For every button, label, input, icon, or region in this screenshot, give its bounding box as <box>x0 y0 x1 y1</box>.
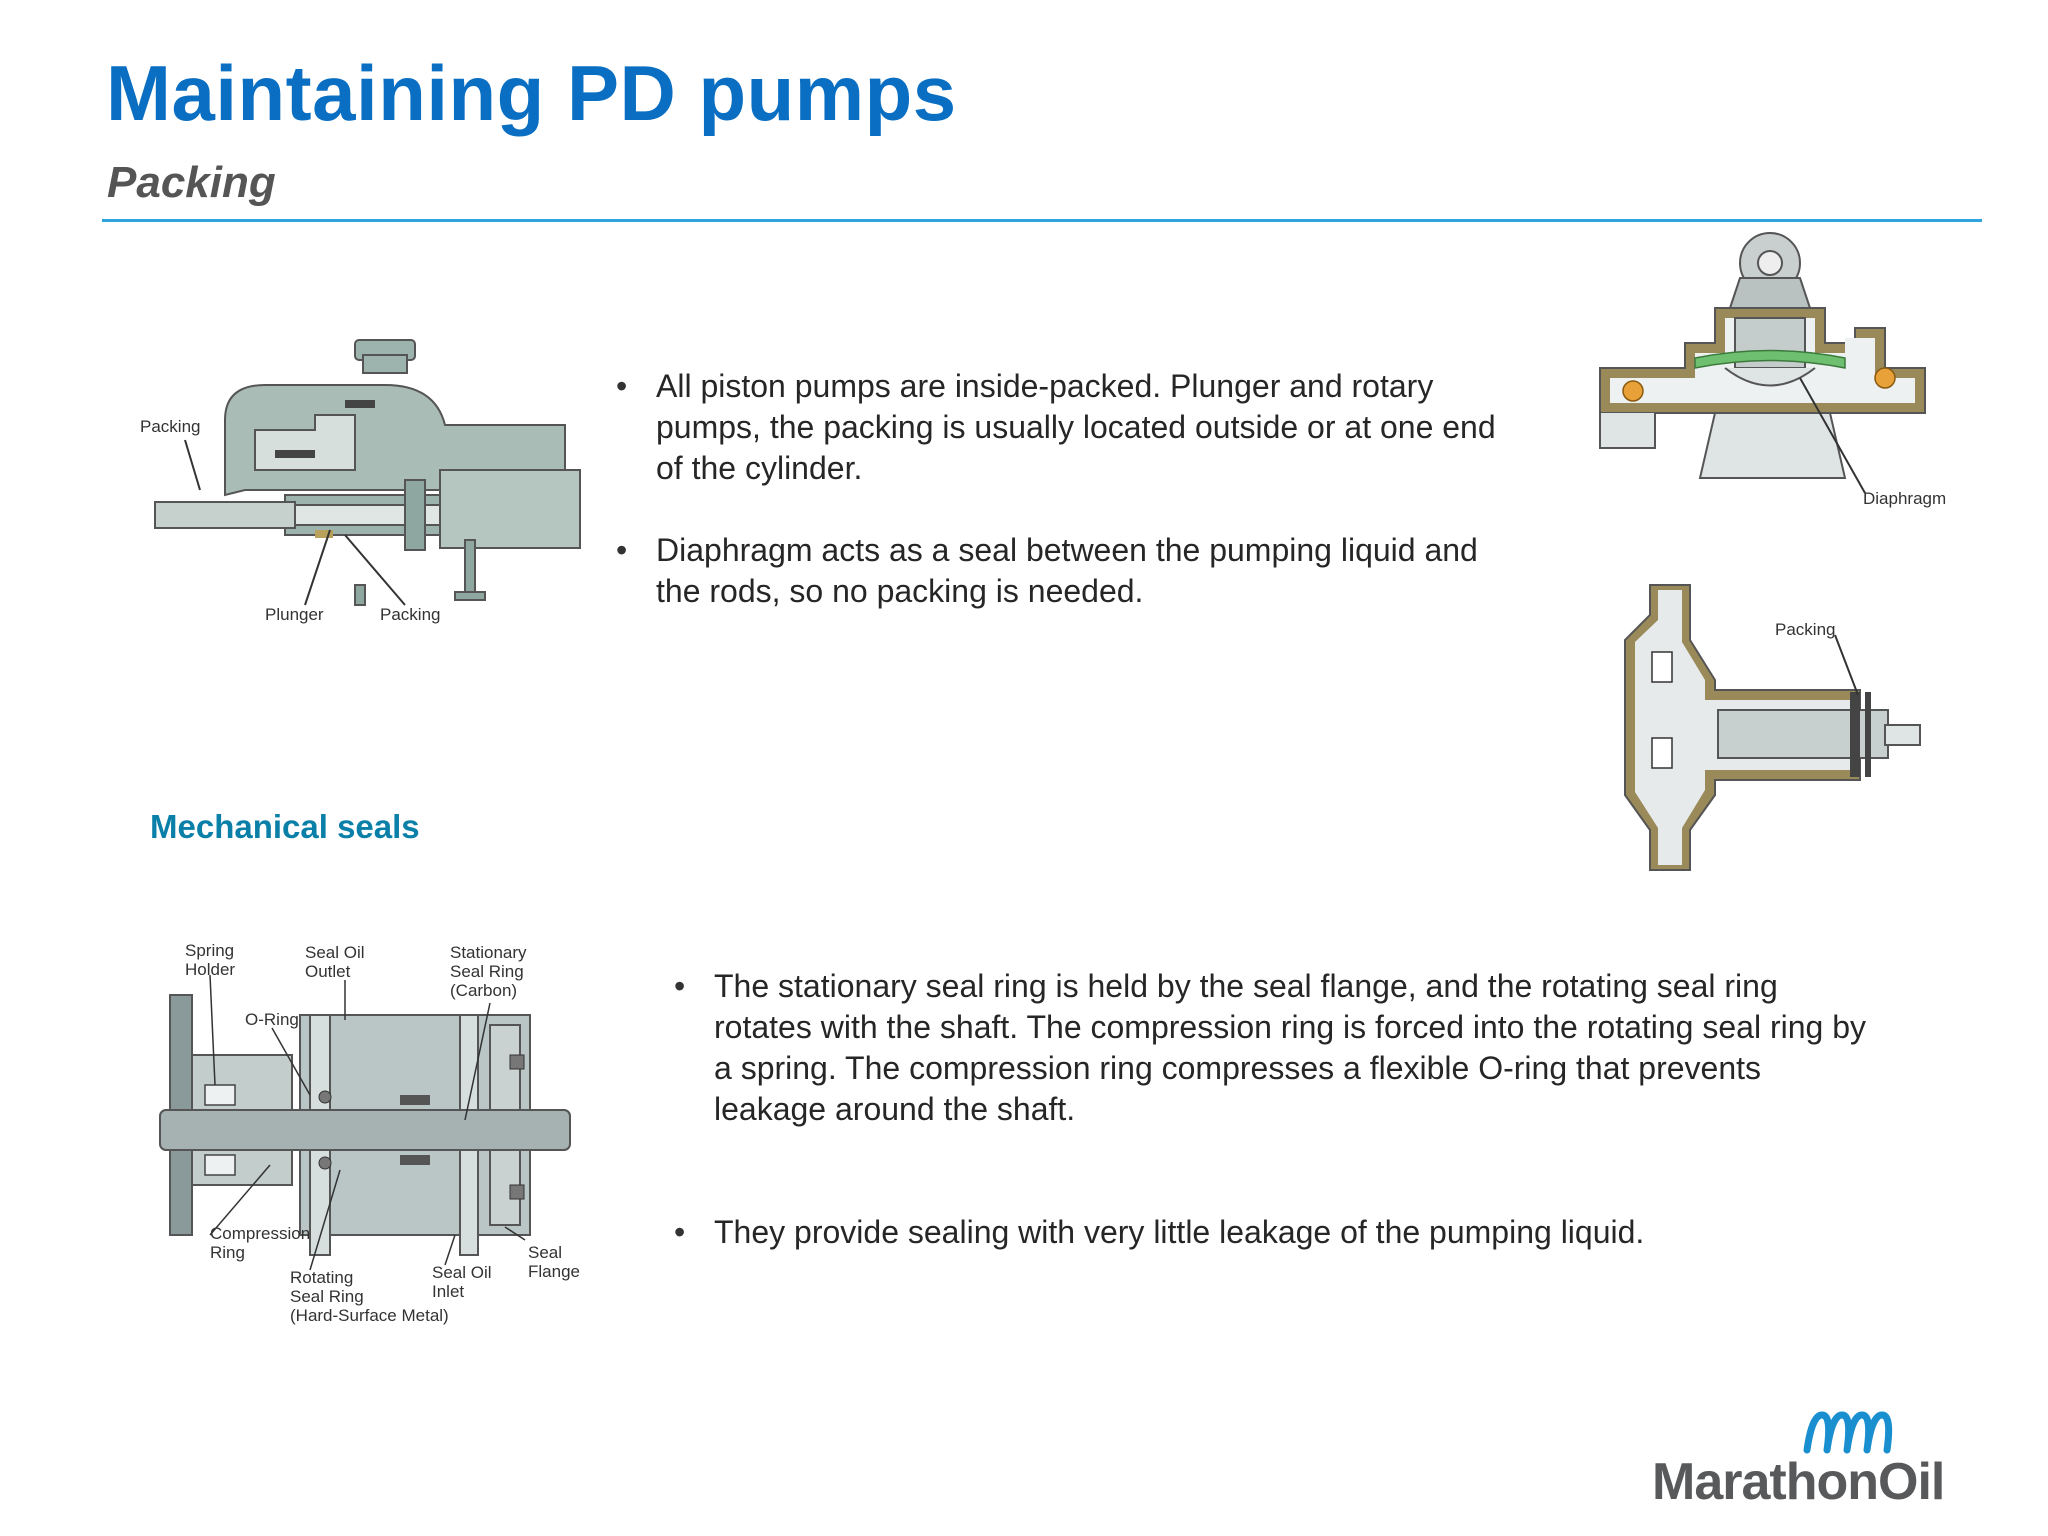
logo-text: MarathonOil <box>1652 1453 1945 1511</box>
label-seal-flange-1: Seal <box>528 1243 562 1262</box>
label-compression-1: Compression <box>210 1224 310 1243</box>
page-subtitle: Packing <box>107 158 276 207</box>
label-rotating-3: (Hard-Surface Metal) <box>290 1306 449 1325</box>
label-plunger: Plunger <box>265 605 324 624</box>
label-diaphragm: Diaphragm <box>1863 489 1946 508</box>
label-packing-top: Packing <box>140 417 200 436</box>
label-seal-flange-2: Flange <box>528 1262 580 1281</box>
packing-bullet: All piston pumps are inside-packed. Plun… <box>616 366 1516 489</box>
label-stationary-3: (Carbon) <box>450 981 517 1000</box>
logo-wave-icon <box>1803 1411 1893 1454</box>
label-packing: Packing <box>1775 620 1835 639</box>
label-seal-oil-inlet-2: Inlet <box>432 1282 464 1301</box>
packing-bullet: Diaphragm acts as a seal between the pum… <box>616 530 1516 612</box>
diaphragm-pump-diagram: Diaphragm <box>1595 228 1995 528</box>
section-label-mechanical-seals: Mechanical seals <box>150 808 420 845</box>
marathon-oil-logo <box>1652 1410 1982 1520</box>
label-seal-oil-outlet-2: Outlet <box>305 962 351 981</box>
piston-pump-diagram: Packing Plunger Packing <box>135 330 595 630</box>
label-packing-bottom: Packing <box>380 605 440 624</box>
mechanical-seal-diagram: Spring Holder Seal Oil Outlet Stationary… <box>150 935 610 1335</box>
label-spring-holder-1: Spring <box>185 941 234 960</box>
label-o-ring: O-Ring <box>245 1010 299 1029</box>
seal-bullet-list: The stationary seal ring is held by the … <box>674 966 1874 1294</box>
packing-bullet-list: All piston pumps are inside-packed. Plun… <box>616 366 1516 653</box>
label-spring-holder-2: Holder <box>185 960 235 979</box>
label-rotating-1: Rotating <box>290 1268 353 1287</box>
label-stationary-1: Stationary <box>450 943 527 962</box>
label-stationary-2: Seal Ring <box>450 962 524 981</box>
label-seal-oil-outlet-1: Seal Oil <box>305 943 365 962</box>
seal-bullet: The stationary seal ring is held by the … <box>674 966 1874 1130</box>
packed-pump-diagram: Packing <box>1610 580 1950 880</box>
seal-bullet: They provide sealing with very little le… <box>674 1212 1874 1253</box>
label-rotating-2: Seal Ring <box>290 1287 364 1306</box>
page-title: Maintaining PD pumps <box>106 49 957 137</box>
title-divider <box>102 219 1982 222</box>
label-compression-2: Ring <box>210 1243 245 1262</box>
label-seal-oil-inlet-1: Seal Oil <box>432 1263 492 1282</box>
